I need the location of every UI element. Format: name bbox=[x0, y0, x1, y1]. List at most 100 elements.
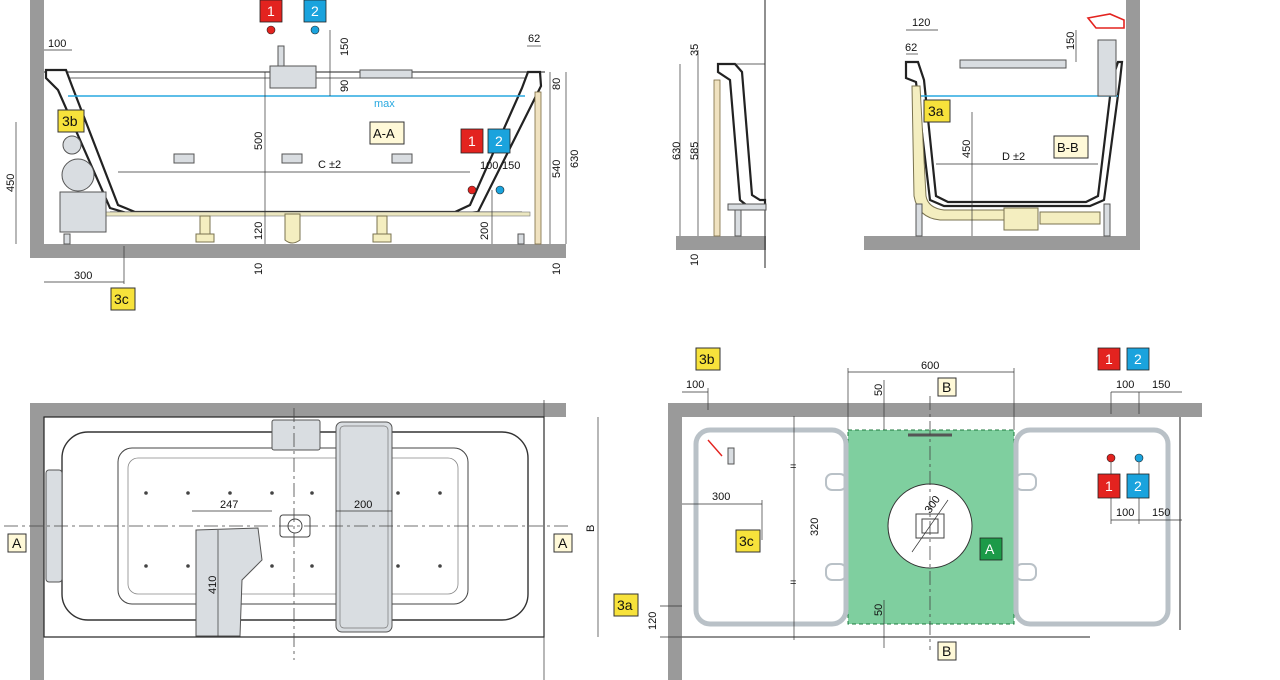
left-wall bbox=[30, 0, 44, 258]
dim-label: 300 bbox=[74, 270, 92, 282]
tag-cold-water bbox=[1126, 347, 1150, 371]
tag-label: A bbox=[558, 535, 568, 551]
dim-label: 247 bbox=[220, 499, 238, 511]
tag-label: B-B bbox=[1057, 140, 1079, 155]
dim-label: 100 bbox=[48, 38, 66, 50]
tag-label: A-A bbox=[373, 126, 395, 141]
waste-outlet bbox=[1039, 211, 1101, 225]
section-label-bb bbox=[1053, 135, 1089, 159]
right-wall bbox=[1126, 0, 1140, 250]
plan-view: 247 200 410 B A A bbox=[4, 400, 599, 680]
tag-label: 3b bbox=[699, 351, 715, 367]
section-bb-view: 120 62 150 450 D ±2 3a B-B bbox=[864, 0, 1140, 250]
dim-label: 100 bbox=[1116, 379, 1134, 391]
tag-cold-water bbox=[487, 128, 511, 154]
section-label-aa bbox=[369, 121, 405, 145]
dim-label: 100 bbox=[686, 379, 704, 391]
valve-red bbox=[1086, 13, 1125, 29]
floor-slab bbox=[676, 236, 766, 250]
headrest bbox=[959, 59, 1067, 69]
tag-label: 3c bbox=[739, 533, 754, 549]
tag-label: 1 bbox=[468, 133, 476, 149]
dim-label: 10 bbox=[253, 263, 265, 275]
dim-label: 500 bbox=[253, 132, 265, 150]
dim-label: 80 bbox=[551, 78, 563, 90]
mixer-tap bbox=[269, 65, 317, 89]
tag-label: 3b bbox=[62, 113, 78, 129]
dim-label: 600 bbox=[921, 360, 939, 372]
tub-feet bbox=[63, 215, 525, 245]
dim-label: D ±2 bbox=[1002, 151, 1025, 163]
dim-label: 100 bbox=[480, 160, 498, 172]
drain-trap bbox=[1003, 207, 1039, 231]
dim-label: 540 bbox=[551, 160, 563, 178]
tag-3b bbox=[695, 347, 721, 371]
dim-label: 630 bbox=[569, 150, 581, 168]
dim-label: 50 bbox=[873, 384, 885, 396]
dim-label: 62 bbox=[528, 33, 540, 45]
side-view: 35 630 585 10 bbox=[671, 0, 767, 268]
dim-label: B bbox=[585, 525, 597, 532]
tag-label: 2 bbox=[495, 133, 503, 149]
headrest-pillow bbox=[335, 421, 393, 633]
tag-3c bbox=[735, 529, 761, 553]
armrest bbox=[195, 527, 263, 637]
tag-cutout-a bbox=[979, 537, 1003, 561]
floor-frame-view: 100 600 50 50 100 150 300 320 = = 300 12… bbox=[613, 347, 1202, 680]
tag-label: A bbox=[985, 541, 995, 557]
dim-label: 630 bbox=[671, 142, 683, 160]
floor-slab bbox=[30, 244, 566, 258]
tag-label: A bbox=[12, 535, 22, 551]
dim-label: 410 bbox=[207, 576, 219, 594]
dim-label: 200 bbox=[354, 499, 372, 511]
dim-label: 150 bbox=[1152, 507, 1170, 519]
tag-label: B bbox=[942, 379, 951, 395]
dim-label: 10 bbox=[689, 254, 701, 266]
dim-label: 50 bbox=[873, 604, 885, 616]
jet-nozzles bbox=[144, 491, 442, 568]
tag-hot-water bbox=[460, 128, 484, 154]
dim-label: C ±2 bbox=[318, 159, 341, 171]
tag-label: 2 bbox=[1134, 351, 1142, 367]
dim-label: 100 bbox=[1116, 507, 1134, 519]
section-marker-b bbox=[937, 641, 957, 661]
jet-panel bbox=[391, 153, 413, 164]
tag-3b bbox=[57, 109, 85, 133]
tag-label: 3c bbox=[114, 291, 129, 307]
dim-label: 200 bbox=[479, 222, 491, 240]
tag-label: 2 bbox=[311, 3, 319, 19]
tub-shell bbox=[44, 68, 543, 216]
headrest bbox=[359, 69, 413, 79]
dim-label: 585 bbox=[689, 142, 701, 160]
back-wall bbox=[668, 403, 1202, 417]
tag-3c bbox=[110, 287, 136, 311]
frame-right bbox=[1013, 427, 1171, 627]
dim-label: 62 bbox=[905, 42, 917, 54]
mixer-tap bbox=[271, 419, 321, 451]
dim-label: 300 bbox=[712, 491, 730, 503]
tag-label: 1 bbox=[267, 3, 275, 19]
max-label: max bbox=[374, 98, 395, 110]
front-section-view: max 100 bbox=[5, 0, 581, 311]
tag-hot-water bbox=[259, 0, 283, 23]
back-wall bbox=[30, 403, 566, 417]
dim-label: 150 bbox=[502, 160, 520, 172]
tag-3a bbox=[923, 99, 951, 123]
jet-panel bbox=[281, 153, 303, 164]
section-marker-a bbox=[553, 533, 573, 553]
dim-label: = bbox=[790, 461, 796, 473]
dim-label: 10 bbox=[551, 263, 563, 275]
fill-spout bbox=[1097, 39, 1117, 97]
tag-cold-water bbox=[1126, 473, 1150, 499]
tub-cross-section bbox=[904, 60, 1124, 208]
section-marker-a bbox=[7, 533, 27, 553]
dim-label: 120 bbox=[912, 17, 930, 29]
tag-label: 1 bbox=[1105, 478, 1113, 494]
tag-hot-water bbox=[1097, 347, 1121, 371]
dim-label: 450 bbox=[5, 174, 17, 192]
dim-label: 150 bbox=[1152, 379, 1170, 391]
pump-unit bbox=[59, 135, 107, 233]
dim-label: = bbox=[790, 577, 796, 589]
